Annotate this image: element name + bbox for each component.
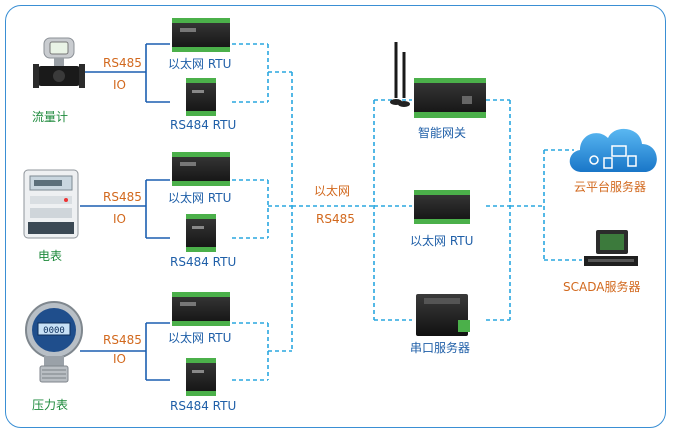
serial-server-icon	[416, 294, 470, 336]
ethernet-rtu-2-label: 以太网 RTU	[168, 191, 232, 205]
ethernet-rtu-1-icon	[172, 18, 230, 52]
link-rs485-1: RS485	[103, 56, 142, 70]
cloud-platform-icon	[569, 128, 657, 172]
link-io-2: IO	[113, 212, 126, 226]
rs484-rtu-2-label: RS484 RTU	[170, 255, 237, 269]
link-rs485-mid: RS485	[316, 212, 355, 226]
link-io-1: IO	[113, 78, 126, 92]
scada-server-icon	[584, 230, 638, 266]
ethernet-rtu-2-icon	[172, 152, 230, 186]
rs484-rtu-3-icon	[186, 358, 216, 396]
rs484-rtu-3-label: RS484 RTU	[170, 399, 237, 413]
flowmeter-icon	[33, 37, 85, 88]
cloud-server-label: 云平台服务器	[574, 180, 647, 194]
sensor-link-lines	[80, 43, 170, 381]
scada-server-label: SCADA服务器	[563, 280, 641, 294]
smart-gateway-icon	[390, 42, 486, 118]
serial-server-label: 串口服务器	[410, 341, 471, 355]
pressure-gauge-icon: 0000	[25, 301, 83, 383]
rs484-rtu-1-label: RS484 RTU	[170, 118, 237, 132]
smart-gateway-label: 智能网关	[418, 126, 467, 140]
rs484-rtu-2-icon	[186, 214, 216, 252]
meter-label: 电表	[38, 249, 63, 263]
electric-meter-icon	[23, 169, 79, 239]
pressure-label: 压力表	[32, 398, 69, 412]
diagram-frame	[5, 5, 666, 428]
flowmeter-label: 流量计	[32, 110, 69, 124]
rs484-rtu-1-icon	[186, 78, 216, 116]
ethernet-rtu-1-label: 以太网 RTU	[168, 57, 232, 71]
middle-ethernet-rtu-label: 以太网 RTU	[410, 234, 474, 248]
network-dashed-lines	[232, 43, 582, 381]
link-rs485-3: RS485	[103, 333, 142, 347]
link-ethernet: 以太网	[314, 184, 351, 198]
svg-text:0000: 0000	[43, 326, 65, 336]
link-rs485-2: RS485	[103, 190, 142, 204]
ethernet-rtu-middle-icon	[414, 190, 470, 224]
link-io-3: IO	[113, 352, 126, 366]
ethernet-rtu-3-icon	[172, 292, 230, 326]
ethernet-rtu-3-label: 以太网 RTU	[168, 331, 232, 345]
